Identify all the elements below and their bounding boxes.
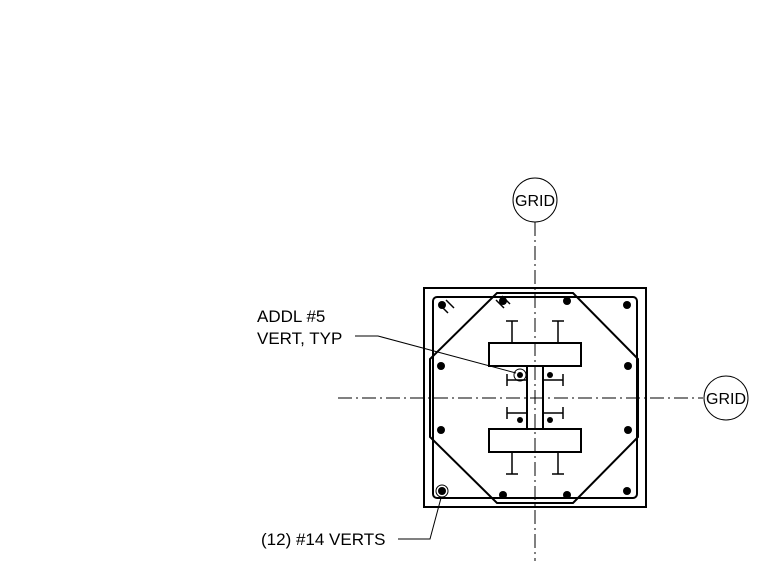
rebar-dot-small	[517, 372, 523, 378]
rebar-dot-small	[547, 417, 553, 423]
addl-vertical-bars	[513, 368, 553, 423]
rebar-dot	[437, 362, 445, 370]
leader-verts	[398, 497, 442, 540]
grid-label-top: GRID	[515, 193, 555, 210]
rebar-dot	[563, 297, 571, 305]
shear-studs	[506, 320, 564, 475]
rebar-dot-callout	[435, 484, 449, 498]
tie-hook-marks	[439, 295, 511, 314]
octagonal-tie	[429, 292, 639, 504]
rebar-dot	[499, 491, 507, 499]
rebar-dot	[563, 491, 571, 499]
rebar-dot	[624, 362, 632, 370]
rebar-dot-small	[517, 417, 523, 423]
rebar-dot	[624, 426, 632, 434]
rebar-dot	[623, 301, 631, 309]
rebar-dot-small	[547, 372, 553, 378]
note-verts: (12) #14 VERTS	[261, 530, 385, 549]
steel-i-section	[488, 342, 582, 453]
addl-bar-callout-ring	[513, 368, 527, 382]
note-addl-line1: ADDL #5	[257, 307, 325, 326]
rebar-dot	[438, 301, 446, 309]
grid-bubble-right: GRID	[703, 375, 749, 421]
column-outline	[423, 287, 647, 508]
rebar-dot	[437, 426, 445, 434]
rebar-dot	[499, 297, 507, 305]
note-addl-line2: VERT, TYP	[257, 329, 342, 348]
grid-label-right: GRID	[706, 391, 746, 408]
main-vertical-bars	[435, 297, 632, 499]
grid-bubble-top: GRID	[512, 177, 558, 223]
leader-addl	[355, 335, 517, 374]
rebar-dot	[623, 487, 631, 495]
